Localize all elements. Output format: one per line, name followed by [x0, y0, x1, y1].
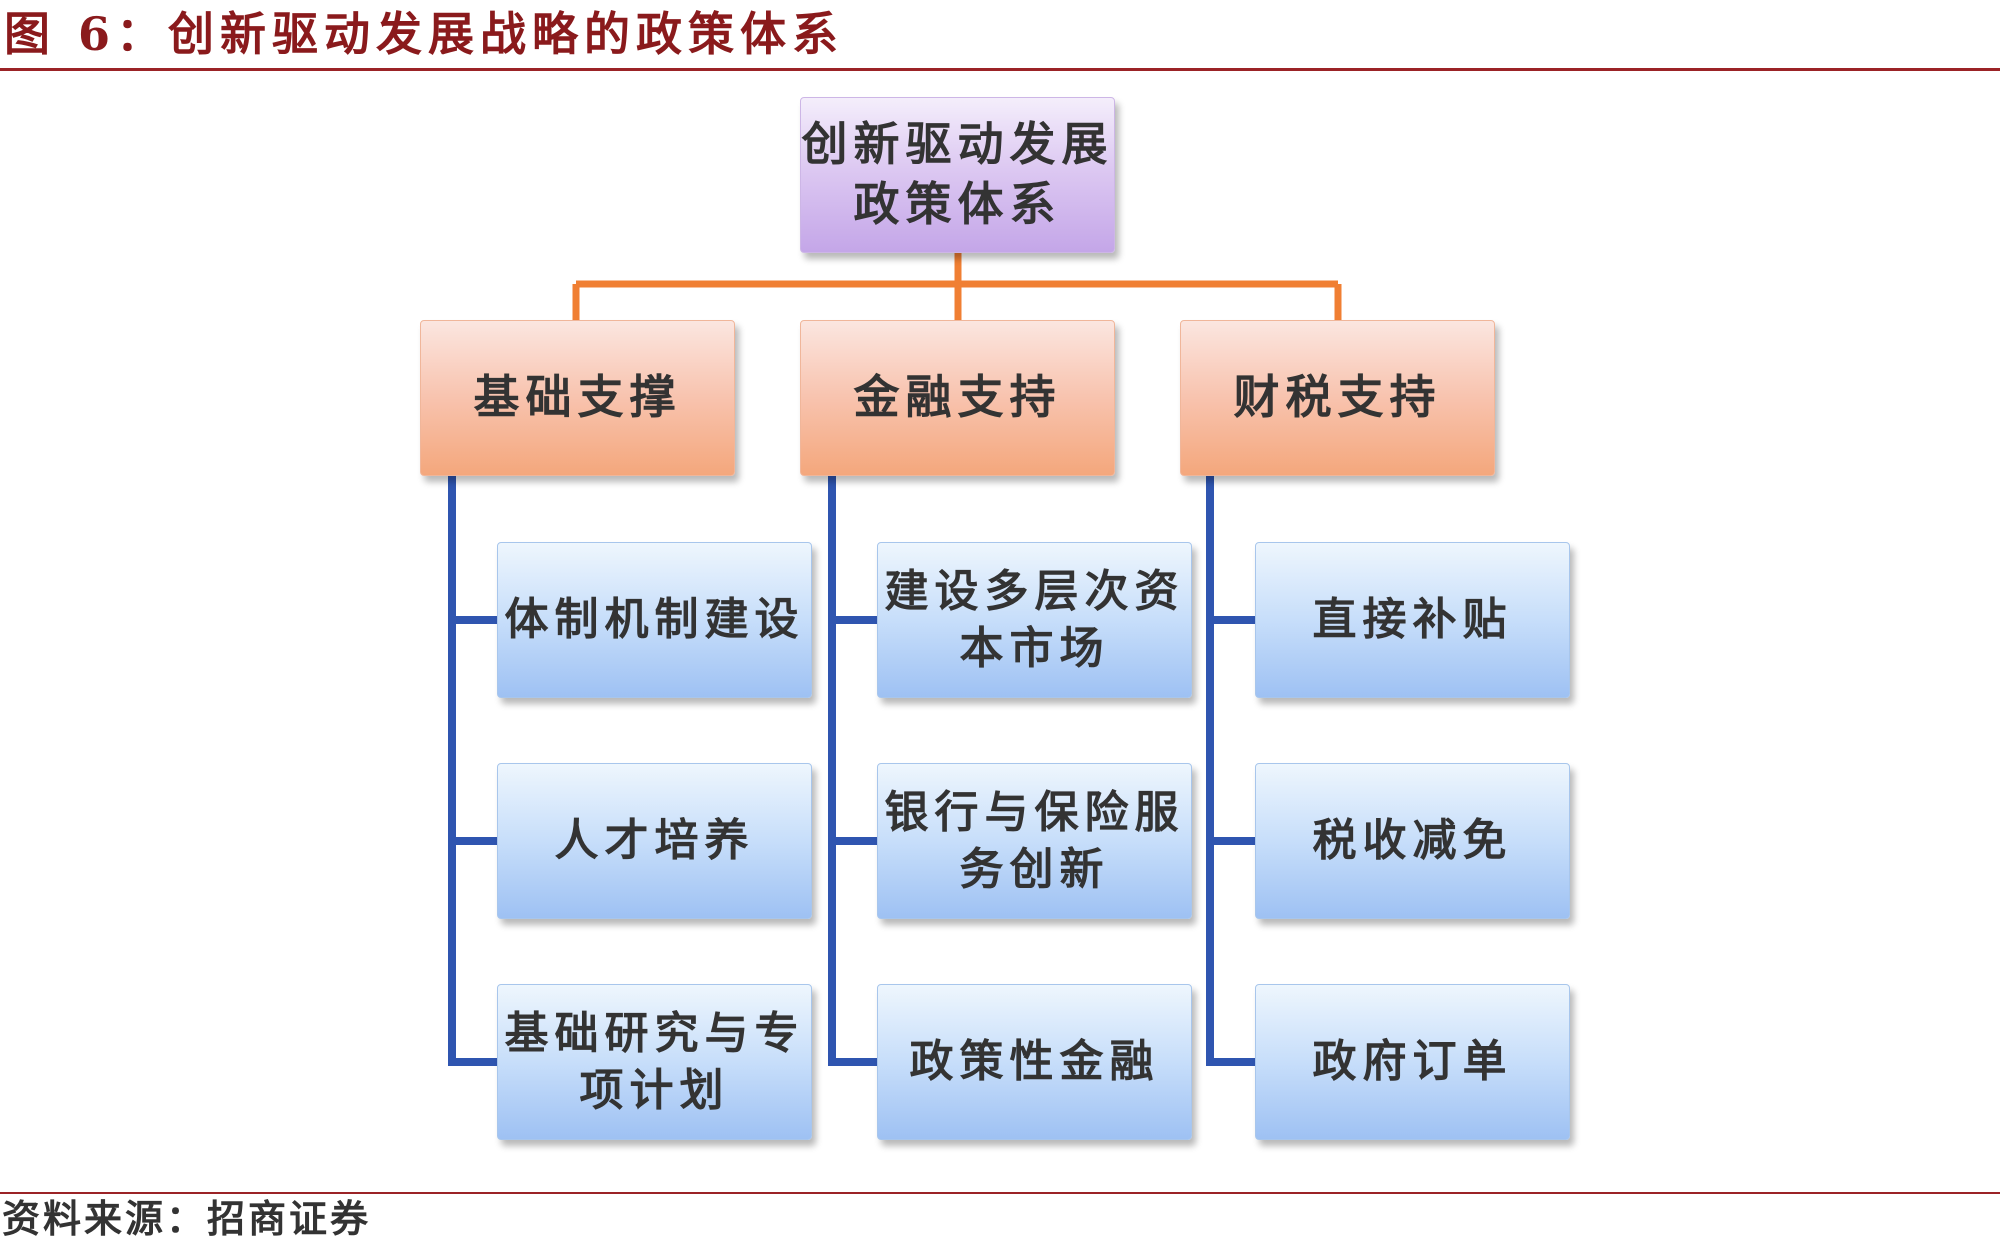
category-node-0: 基础支撑	[420, 320, 735, 476]
leaf-label: 体制机制建设	[504, 594, 805, 646]
root-connector	[572, 253, 1342, 320]
leaf-label: 政策性金融	[909, 1036, 1160, 1088]
category-node-1: 金融支持	[800, 320, 1115, 476]
category-label: 基础支撑	[473, 370, 682, 425]
category-0-connector	[448, 476, 497, 1066]
leaf-label: 建设多层次资本市场	[884, 565, 1185, 674]
leaf-label: 人才培养	[554, 815, 755, 867]
leaf-node-1-1: 银行与保险服务创新	[877, 763, 1192, 919]
leaf-node-2-1: 税收减免	[1255, 763, 1570, 919]
bracket-1	[828, 476, 877, 1066]
leaf-label: 政府订单	[1312, 1036, 1513, 1088]
leaf-label: 银行与保险服务创新	[884, 786, 1185, 895]
category-2-connector	[1206, 476, 1255, 1066]
footer-divider	[0, 1192, 2000, 1194]
root-node: 创新驱动发展政策体系	[800, 97, 1115, 253]
leaf-node-0-2: 基础研究与专项计划	[497, 984, 812, 1140]
leaf-label: 基础研究与专项计划	[504, 1007, 805, 1116]
leaf-node-1-2: 政策性金融	[877, 984, 1192, 1140]
bracket-2	[1206, 476, 1255, 1066]
leaf-node-2-2: 政府订单	[1255, 984, 1570, 1140]
root-label: 创新驱动发展政策体系	[801, 117, 1114, 231]
leaf-node-1-0: 建设多层次资本市场	[877, 542, 1192, 698]
category-label: 金融支持	[853, 370, 1062, 425]
leaf-node-2-0: 直接补贴	[1255, 542, 1570, 698]
category-1-connector	[828, 476, 877, 1066]
title-divider	[0, 68, 2000, 71]
leaf-node-0-0: 体制机制建设	[497, 542, 812, 698]
leaf-node-0-1: 人才培养	[497, 763, 812, 919]
bracket-0	[448, 476, 497, 1066]
category-node-2: 财税支持	[1180, 320, 1495, 476]
category-label: 财税支持	[1233, 370, 1442, 425]
leaf-label: 税收减免	[1312, 815, 1513, 867]
figure-title: 图 6：创新驱动发展战略的政策体系	[4, 7, 845, 61]
leaf-label: 直接补贴	[1312, 594, 1513, 646]
source-note: 资料来源：招商证券	[2, 1196, 372, 1241]
